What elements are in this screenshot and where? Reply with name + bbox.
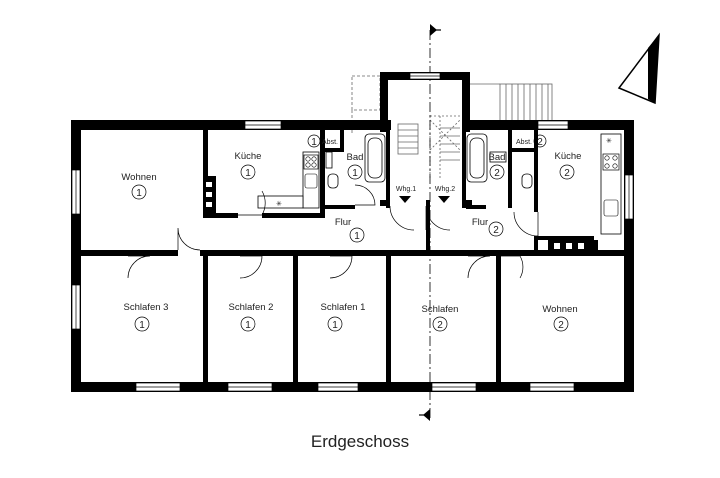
doors — [127, 184, 539, 279]
entrance-label-whg1: Whg.1 — [396, 186, 416, 193]
room-name-flur-1: Flur — [335, 217, 351, 228]
north-arrow-icon — [617, 32, 660, 105]
unit-number: 2 — [564, 168, 570, 179]
floor-title: Erdgeschoss — [310, 432, 410, 451]
room-name-kueche-1: Küche — [235, 151, 262, 162]
unit-number: 1 — [139, 320, 145, 331]
room-name-abst-1: Abst. — [322, 139, 338, 146]
room-name-abst-2: Abst. — [516, 139, 532, 146]
kitchen-1-counter: ✳ — [257, 151, 320, 209]
unit-number: 1 — [352, 168, 358, 179]
entry-arrow-icon — [438, 196, 450, 203]
room-name-bad-1: Bad — [347, 152, 364, 163]
chimney-blocks — [204, 176, 598, 252]
svg-text:✳: ✳ — [276, 200, 282, 208]
svg-text:✳: ✳ — [606, 137, 612, 145]
windows — [71, 72, 634, 392]
section-arrow-icon — [423, 409, 430, 421]
room-name-wohnen-1: Wohnen — [121, 172, 156, 183]
interior-walls — [81, 130, 630, 382]
room-name-wohnen-2: Wohnen — [542, 304, 577, 315]
unit-number: 2 — [537, 137, 543, 148]
entrance-label-whg2: Whg.2 — [435, 186, 455, 193]
unit-number: 2 — [493, 225, 499, 236]
section-arrow-icon — [430, 24, 437, 36]
room-name-schlafen-3: Schlafen 3 — [124, 302, 169, 313]
room-name-schlafen: Schlafen — [422, 304, 459, 315]
bathroom-2-fixtures — [466, 133, 533, 189]
unit-number: 1 — [311, 137, 317, 148]
entry-arrow-icon — [399, 196, 411, 203]
entry-markers — [399, 196, 450, 203]
unit-number: 1 — [136, 188, 142, 199]
bathroom-1-fixtures — [325, 133, 386, 189]
unit-number: 2 — [494, 168, 500, 179]
room-name-kueche-2: Küche — [555, 151, 582, 162]
room-name-flur-2: Flur — [472, 217, 488, 228]
room-name-schlafen-2: Schlafen 2 — [229, 302, 274, 313]
unit-number: 2 — [437, 320, 443, 331]
unit-number: 1 — [245, 168, 251, 179]
unit-number: 1 — [245, 320, 251, 331]
room-labels: Wohnen 1 Küche 1 1 Abst. Bad 1 Flur 1 Sc… — [121, 134, 582, 332]
kitchen-2-counter: ✳ — [600, 133, 622, 235]
room-name-bad-2: Bad — [489, 152, 506, 163]
unit-number: 1 — [332, 320, 338, 331]
outer-walls — [71, 72, 634, 392]
room-name-schlafen-1: Schlafen 1 — [321, 302, 366, 313]
unit-number: 1 — [354, 231, 360, 242]
unit-number: 2 — [558, 320, 564, 331]
